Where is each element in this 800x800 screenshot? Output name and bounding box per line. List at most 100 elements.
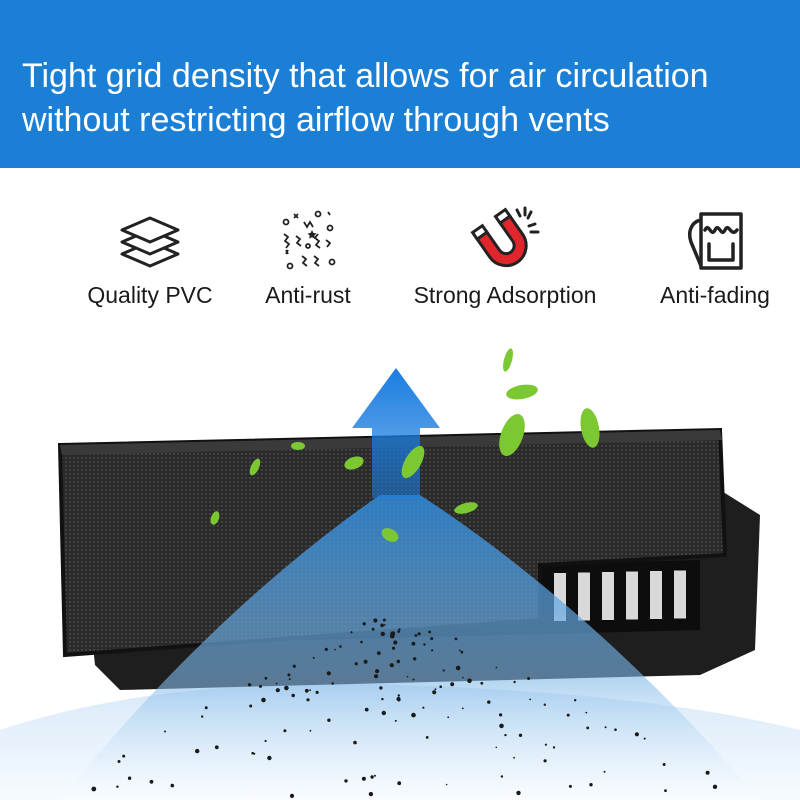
dust-speck [195, 748, 200, 754]
airflow-beam [60, 495, 760, 800]
dust-speck [149, 779, 154, 784]
dust-speck [589, 783, 593, 787]
dust-speck [91, 786, 97, 792]
dust-speck [324, 647, 328, 651]
dust-speck [344, 779, 348, 783]
dust-speck [411, 641, 416, 646]
dust-speck [214, 745, 219, 750]
dust-speck [363, 659, 368, 664]
dust-speck [442, 669, 445, 672]
dust-speck [380, 631, 385, 637]
dust-speck [447, 716, 450, 719]
dust-speck [362, 622, 366, 626]
dust-speck [201, 715, 204, 718]
dust-speck [334, 648, 336, 651]
layers-icon [120, 216, 180, 268]
dust-speck [432, 690, 437, 695]
feature-label: Quality PVC [87, 282, 213, 308]
dust-speck [643, 737, 646, 740]
dust-speck [467, 678, 472, 684]
dust-speck [249, 704, 253, 708]
dust-particles [91, 618, 718, 798]
dust-speck [264, 739, 267, 743]
dust-speck [390, 631, 396, 636]
dust-speck [251, 751, 254, 755]
dust-speck [614, 728, 617, 731]
dust-speck [373, 674, 379, 679]
dust-speck [380, 623, 384, 628]
rust-particles-icon [282, 210, 336, 270]
header-banner: Tight grid density that allows for air c… [0, 0, 800, 168]
vent-slat-gap [674, 570, 686, 619]
dust-speck [315, 690, 319, 694]
dust-speck [373, 618, 378, 623]
dust-speck [568, 784, 572, 788]
vent-cover-mesh-image [0, 320, 800, 800]
paint-bucket-icon [688, 212, 743, 270]
feature-label: Strong Adsorption [413, 282, 597, 308]
dust-speck [662, 763, 666, 766]
dust-speck [117, 760, 121, 763]
dust-speck [398, 628, 401, 631]
dust-speck [500, 775, 504, 778]
dust-speck [259, 684, 262, 688]
dust-speck [434, 688, 437, 691]
dust-speck [275, 688, 280, 693]
dust-speck [116, 785, 119, 788]
dust-speck [406, 675, 409, 678]
dust-speck [480, 681, 484, 685]
dust-speck [304, 688, 309, 693]
dust-speck [339, 645, 342, 648]
dust-speck [412, 678, 415, 681]
dust-speck [122, 754, 126, 758]
dust-speck [460, 650, 464, 654]
dust-speck [391, 646, 396, 650]
feature-label: Anti-rust [265, 282, 351, 308]
dust-speck [586, 726, 590, 730]
dust-speck [413, 657, 417, 661]
dust-speck [376, 651, 381, 655]
dust-speck [289, 793, 295, 798]
dust-speck [350, 631, 353, 634]
dust-speck [454, 637, 458, 641]
dust-speck [422, 706, 425, 709]
dust-speck [284, 685, 289, 691]
headline: Tight grid density that allows for air c… [22, 57, 709, 139]
dust-speck [397, 630, 401, 633]
dust-speck [543, 759, 547, 763]
feature-row: Quality PVC Anti-rust [0, 200, 800, 320]
dust-speck [574, 699, 577, 702]
dust-speck [326, 671, 331, 676]
dust-speck [353, 740, 357, 745]
dust-speck [292, 664, 296, 668]
dust-speck [414, 634, 418, 637]
dust-speck [430, 637, 434, 641]
dust-speck [487, 700, 491, 704]
dust-speck [393, 640, 398, 645]
dust-speck [354, 662, 358, 666]
dust-speck [543, 703, 546, 706]
vent-slat-gap [626, 571, 638, 620]
dust-speck [370, 775, 374, 779]
dust-speck [247, 683, 252, 687]
dust-speck [389, 663, 394, 668]
dust-speck [379, 686, 383, 690]
dust-speck [309, 689, 311, 692]
vent-slat-gap [602, 572, 614, 620]
dust-speck [164, 730, 166, 733]
dust-speck [445, 783, 448, 786]
dust-speck [309, 729, 312, 732]
leaves [210, 348, 600, 542]
dust-speck [397, 781, 402, 786]
dust-speck [425, 736, 429, 739]
dust-speck [364, 707, 369, 712]
dust-speck [360, 640, 363, 644]
dust-speck [450, 682, 455, 687]
dust-speck [397, 694, 400, 697]
dust-speck [127, 776, 132, 780]
dust-speck [368, 791, 374, 797]
magnet-icon [470, 206, 540, 268]
dust-speck [397, 698, 401, 702]
dust-speck [712, 784, 718, 789]
dust-speck [439, 685, 443, 688]
